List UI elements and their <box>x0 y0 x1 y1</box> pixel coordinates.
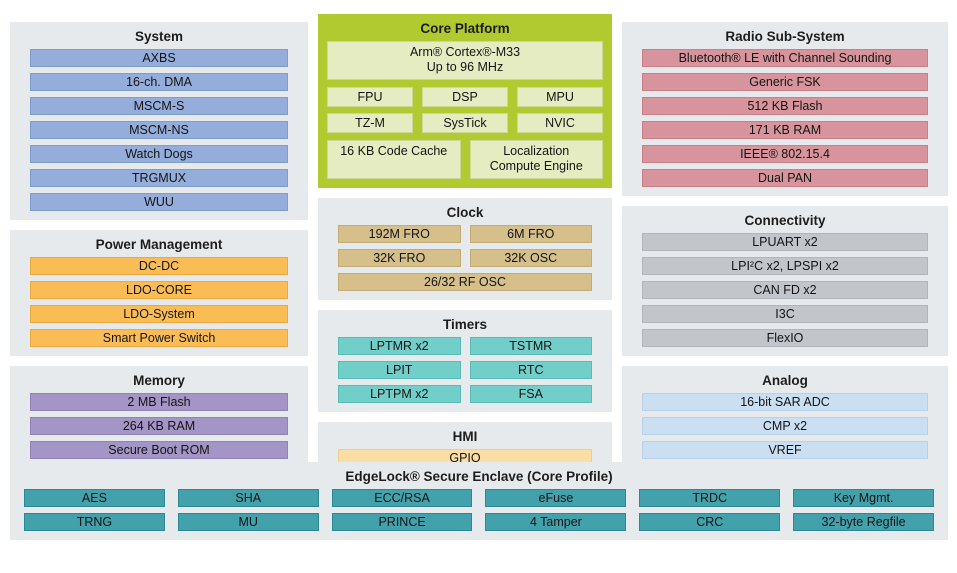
ip-block: PRINCE <box>331 513 473 531</box>
ip-block: 512 KB Flash <box>642 97 928 115</box>
ip-block: I3C <box>642 305 928 323</box>
ip-block: Localization Compute Engine <box>469 140 603 179</box>
ip-block: RTC <box>469 361 592 379</box>
ip-block: 32K OSC <box>469 249 592 267</box>
section-title: Clock <box>446 205 484 220</box>
section-items: DC-DC LDO-CORE LDO-System Smart Power Sw… <box>30 257 288 347</box>
section-items: AXBS 16-ch. DMA MSCM-S MSCM-NS Watch Dog… <box>30 49 288 211</box>
section-title: Radio Sub-System <box>725 29 845 44</box>
ip-block: VREF <box>642 441 928 459</box>
ip-block: AXBS <box>30 49 288 67</box>
section-title: Core Platform <box>420 21 510 36</box>
ip-block: 32-byte Regfile <box>793 513 934 531</box>
ip-block: MU <box>177 513 319 531</box>
ip-block: MSCM-S <box>30 97 288 115</box>
section-radio-subsystem: Radio Sub-System Bluetooth® LE with Chan… <box>622 22 948 196</box>
ip-block: CMP x2 <box>642 417 928 435</box>
section-items: LPUART x2 LPI²C x2, LPSPI x2 CAN FD x2 I… <box>642 233 928 347</box>
ip-block: LDO-CORE <box>30 281 288 299</box>
middle-column: Core Platform Arm® Cortex®-M33 Up to 96 … <box>318 14 612 476</box>
left-column: System AXBS 16-ch. DMA MSCM-S MSCM-NS Wa… <box>10 22 308 468</box>
section-items: 192M FRO 6M FRO 32K FRO 32K OSC 26/32 RF… <box>338 225 592 291</box>
ip-block: LPTMR x2 <box>338 337 461 355</box>
ip-block: FSA <box>469 385 592 403</box>
ip-block: TRNG <box>24 513 165 531</box>
ip-block: LPUART x2 <box>642 233 928 251</box>
ip-block: Key Mgmt. <box>793 489 934 507</box>
ip-block: FlexIO <box>642 329 928 347</box>
ip-block: 6M FRO <box>469 225 592 243</box>
section-items: 16-bit SAR ADC CMP x2 VREF <box>642 393 928 459</box>
section-items: 2 MB Flash 264 KB RAM Secure Boot ROM <box>30 393 288 459</box>
ip-block: 16 KB Code Cache <box>327 140 461 179</box>
ip-block: 264 KB RAM <box>30 417 288 435</box>
ip-block: DC-DC <box>30 257 288 275</box>
ip-block: WUU <box>30 193 288 211</box>
ip-block: Bluetooth® LE with Channel Sounding <box>642 49 928 67</box>
ip-block: TRGMUX <box>30 169 288 187</box>
section-connectivity: Connectivity LPUART x2 LPI²C x2, LPSPI x… <box>622 206 948 356</box>
cpu-speed: Up to 96 MHz <box>426 60 504 74</box>
section-title: Connectivity <box>744 213 826 228</box>
section-title: Power Management <box>95 237 223 252</box>
ip-block: LPTPM x2 <box>338 385 461 403</box>
ip-block: NVIC <box>517 113 603 133</box>
section-clock: Clock 192M FRO 6M FRO 32K FRO 32K OSC 26… <box>318 198 612 300</box>
ip-block: TRDC <box>639 489 781 507</box>
ip-block: MPU <box>517 87 603 107</box>
ip-block: IEEE® 802.15.4 <box>642 145 928 163</box>
ip-block: CRC <box>639 513 781 531</box>
ip-block: FPU <box>327 87 413 107</box>
section-title: EdgeLock® Secure Enclave (Core Profile) <box>345 469 613 484</box>
cpu-block: Arm® Cortex®-M33 Up to 96 MHz <box>327 41 603 80</box>
ip-block: 26/32 RF OSC <box>338 273 592 291</box>
section-analog: Analog 16-bit SAR ADC CMP x2 VREF <box>622 366 948 468</box>
cpu-features-grid: FPU DSP MPU TZ-M SysTick NVIC <box>327 87 603 133</box>
ip-block: 32K FRO <box>338 249 461 267</box>
ip-block: 16-ch. DMA <box>30 73 288 91</box>
section-items: LPTMR x2 TSTMR LPIT RTC LPTPM x2 FSA <box>338 337 592 403</box>
section-system: System AXBS 16-ch. DMA MSCM-S MSCM-NS Wa… <box>10 22 308 220</box>
ip-block: 4 Tamper <box>485 513 627 531</box>
right-column: Radio Sub-System Bluetooth® LE with Chan… <box>622 22 948 468</box>
ip-block: Smart Power Switch <box>30 329 288 347</box>
ip-block: LPI²C x2, LPSPI x2 <box>642 257 928 275</box>
ip-block: Secure Boot ROM <box>30 441 288 459</box>
ip-block: 192M FRO <box>338 225 461 243</box>
section-title: System <box>134 29 184 44</box>
ip-block: Watch Dogs <box>30 145 288 163</box>
section-items: AES SHA ECC/RSA eFuse TRDC Key Mgmt. TRN… <box>24 489 934 531</box>
section-timers: Timers LPTMR x2 TSTMR LPIT RTC LPTPM x2 … <box>318 310 612 412</box>
section-items: Bluetooth® LE with Channel Sounding Gene… <box>642 49 928 187</box>
ip-block: ECC/RSA <box>331 489 473 507</box>
ip-block: SysTick <box>422 113 508 133</box>
ip-block: TSTMR <box>469 337 592 355</box>
ip-block: SHA <box>177 489 319 507</box>
ip-block: MSCM-NS <box>30 121 288 139</box>
ip-block: 2 MB Flash <box>30 393 288 411</box>
section-secure-enclave: EdgeLock® Secure Enclave (Core Profile) … <box>10 462 948 540</box>
section-power-management: Power Management DC-DC LDO-CORE LDO-Syst… <box>10 230 308 356</box>
ip-block: DSP <box>422 87 508 107</box>
ip-block: Generic FSK <box>642 73 928 91</box>
ip-block: TZ-M <box>327 113 413 133</box>
section-memory: Memory 2 MB Flash 264 KB RAM Secure Boot… <box>10 366 308 468</box>
section-title: HMI <box>452 429 478 444</box>
cpu-wide-grid: 16 KB Code Cache Localization Compute En… <box>327 140 603 179</box>
section-title: Memory <box>133 373 185 388</box>
section-core-platform: Core Platform Arm® Cortex®-M33 Up to 96 … <box>318 14 612 188</box>
ip-block: LDO-System <box>30 305 288 323</box>
ip-block: CAN FD x2 <box>642 281 928 299</box>
section-title: Timers <box>442 317 488 332</box>
ip-block: AES <box>24 489 165 507</box>
ip-block: Dual PAN <box>642 169 928 187</box>
cpu-name: Arm® Cortex®-M33 <box>409 45 521 59</box>
ip-block: LPIT <box>338 361 461 379</box>
ip-block: eFuse <box>485 489 627 507</box>
ip-block: 16-bit SAR ADC <box>642 393 928 411</box>
section-title: Analog <box>762 373 808 388</box>
ip-block: 171 KB RAM <box>642 121 928 139</box>
